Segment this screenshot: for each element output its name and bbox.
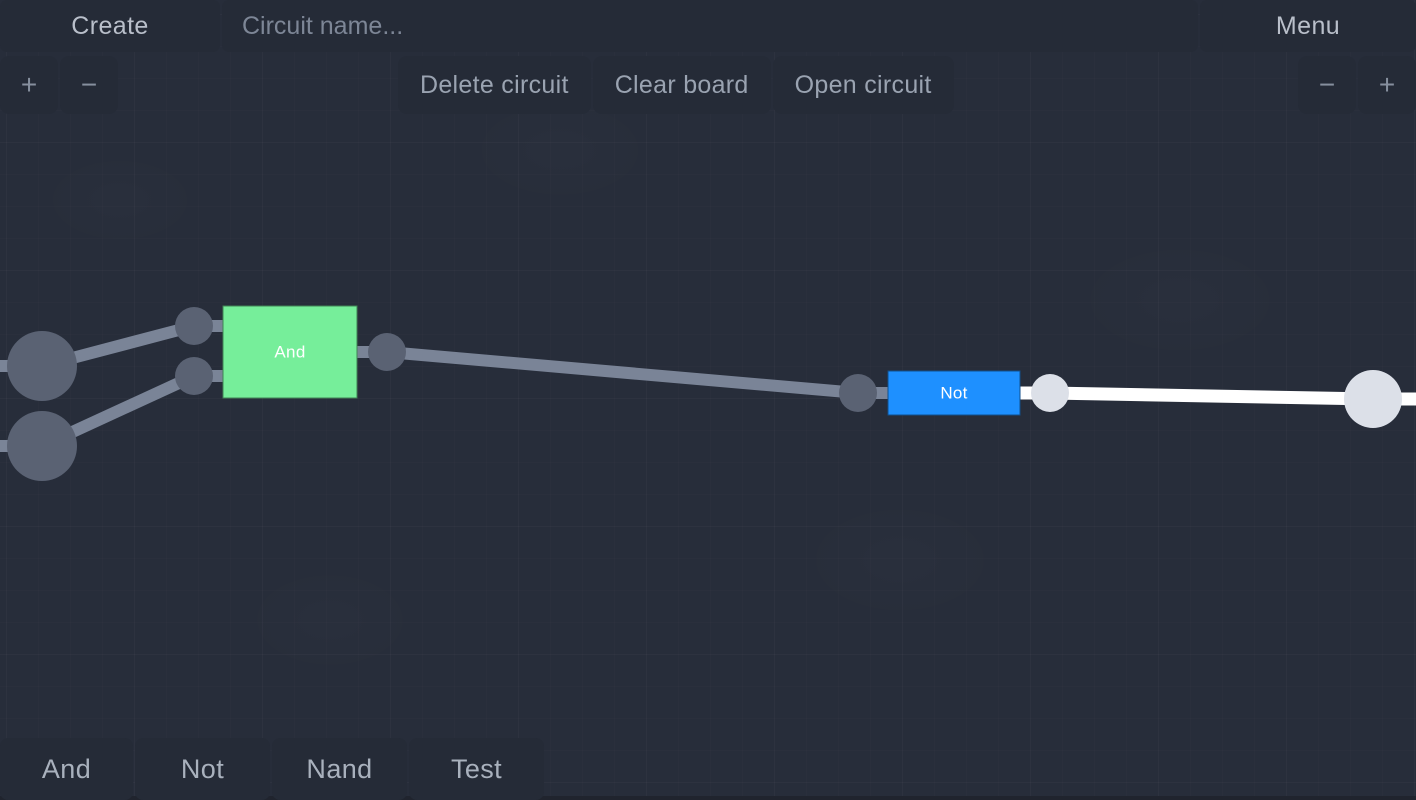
zoom-out-right-button[interactable]: − bbox=[1298, 56, 1356, 114]
node-and-in-2[interactable] bbox=[175, 357, 213, 395]
zoom-in-left-button[interactable]: + bbox=[0, 56, 58, 114]
action-clear-board-button[interactable]: Clear board bbox=[592, 56, 771, 114]
action-delete-circuit-button[interactable]: Delete circuit bbox=[398, 56, 591, 114]
node-input-a[interactable] bbox=[7, 331, 77, 401]
gate-and[interactable]: And bbox=[222, 305, 358, 399]
node-and-in-1[interactable] bbox=[175, 307, 213, 345]
create-button[interactable]: Create bbox=[0, 0, 220, 52]
node-not-out[interactable] bbox=[1031, 374, 1069, 412]
palette-item-and[interactable]: And bbox=[0, 738, 133, 800]
palette-item-not[interactable]: Not bbox=[135, 738, 270, 800]
palette-item-test[interactable]: Test bbox=[409, 738, 544, 800]
top-toolbar: Create Menu bbox=[0, 0, 1416, 52]
gate-label: Not bbox=[940, 383, 968, 402]
node-output-final[interactable] bbox=[1344, 370, 1402, 428]
gate-label: And bbox=[274, 342, 306, 361]
menu-button[interactable]: Menu bbox=[1200, 0, 1416, 52]
zoom-out-left-button[interactable]: − bbox=[60, 56, 118, 114]
palette-item-nand[interactable]: Nand bbox=[272, 738, 407, 800]
action-open-circuit-button[interactable]: Open circuit bbox=[772, 56, 954, 114]
gate-not[interactable]: Not bbox=[887, 370, 1021, 416]
node-not-in[interactable] bbox=[839, 374, 877, 412]
node-and-out[interactable] bbox=[368, 333, 406, 371]
zoom-in-right-button[interactable]: + bbox=[1358, 56, 1416, 114]
bottom-strip bbox=[0, 796, 1416, 800]
node-input-b[interactable] bbox=[7, 411, 77, 481]
circuit-name-input[interactable] bbox=[222, 0, 1198, 52]
